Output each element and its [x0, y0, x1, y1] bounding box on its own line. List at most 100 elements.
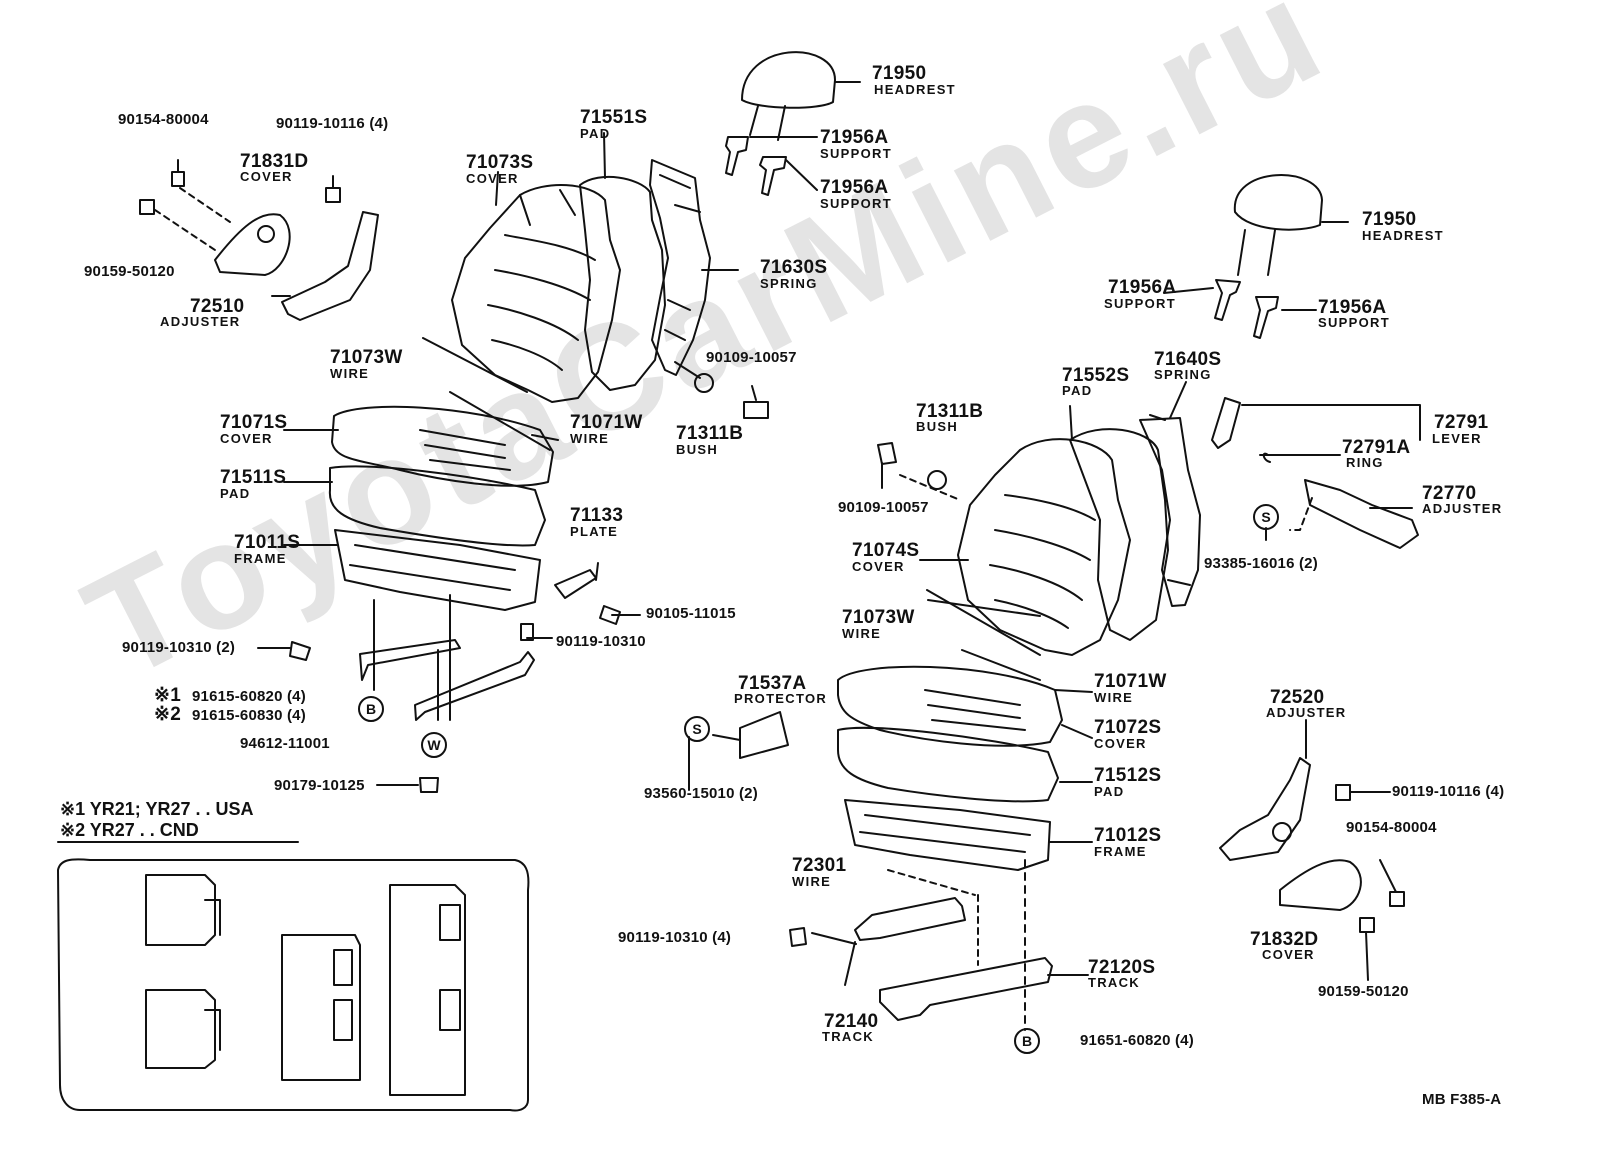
left-headrest-shape	[741, 51, 836, 141]
right-frame-desc: FRAME	[1094, 844, 1147, 859]
left-nut-60830: 91615-60830 (4)	[192, 707, 306, 724]
right-adjuster-72770-num: 72770	[1422, 483, 1477, 504]
left-support2-desc: SUPPORT	[820, 196, 892, 211]
right-cover-seat-desc: COVER	[1094, 736, 1147, 751]
right-track-shapes	[811, 869, 1089, 1021]
left-pad-seat-num: 71511S	[220, 467, 287, 488]
left-bush-num: 71311B	[676, 423, 744, 444]
left-support1-num: 71956A	[820, 127, 889, 148]
right-wire-track-desc: WIRE	[792, 874, 832, 889]
right-bush-num: 71311B	[916, 401, 984, 422]
marker-s-left: S	[684, 716, 710, 742]
left-support-leaders	[749, 81, 861, 191]
right-backrest-wires	[926, 589, 1041, 681]
left-hinge-cover-shape	[214, 213, 291, 276]
left-bolt-10310-2: 90119-10310 (2)	[122, 639, 236, 656]
left-mark2: ※2	[154, 704, 182, 725]
left-cover-hinge-num: 71831D	[240, 151, 309, 172]
left-backrest-pad	[579, 175, 666, 391]
right-lever-desc: LEVER	[1432, 431, 1482, 446]
right-track-72140-desc: TRACK	[822, 1029, 874, 1044]
left-seat-frame	[334, 529, 541, 611]
left-hardware	[289, 605, 621, 793]
right-wire-back-num: 71073W	[842, 607, 915, 628]
left-seat-leaders	[283, 429, 559, 546]
right-track-72120-num: 72120S	[1088, 957, 1156, 978]
right-adjuster-72520-num: 72520	[1270, 687, 1325, 708]
left-cover-back-num: 71073S	[466, 152, 534, 173]
right-support1-desc: SUPPORT	[1104, 296, 1176, 311]
left-pad-back-num: 71551S	[580, 107, 648, 128]
right-ring-desc: RING	[1346, 455, 1384, 470]
left-protector-num: 71537A	[738, 673, 807, 694]
right-bush-bolt	[877, 442, 961, 501]
left-hinge-hardware	[139, 159, 341, 251]
left-support-shapes	[725, 136, 787, 196]
left-plate-desc: PLATE	[570, 524, 619, 539]
left-backrest-cover	[451, 184, 621, 403]
right-backrest-frame-spring	[1139, 414, 1201, 607]
right-support1-num: 71956A	[1108, 277, 1177, 298]
right-track-72140-num: 72140	[824, 1011, 879, 1032]
right-nut-60820: 91651-60820 (4)	[1080, 1032, 1194, 1049]
left-backrest-leaders	[495, 132, 739, 271]
right-headrest-shape	[1233, 174, 1323, 276]
left-spring-num: 71630S	[760, 257, 828, 278]
left-frame-desc: FRAME	[234, 551, 287, 566]
right-headrest-desc: HEADREST	[1362, 228, 1444, 243]
right-seat-frame	[844, 799, 1051, 871]
marker-w: W	[421, 732, 447, 758]
left-plate-shape	[554, 562, 599, 599]
right-bolt-10116: 90119-10116 (4)	[1392, 783, 1505, 800]
marker-b-right: B	[1014, 1028, 1040, 1054]
left-bolt-11015: 90105-11015	[646, 605, 736, 622]
marker-s-right: S	[1253, 504, 1279, 530]
right-backrest-pad	[1069, 428, 1169, 641]
left-backrest-frame-spring	[649, 159, 711, 376]
right-frame-num: 71012S	[1094, 825, 1162, 846]
left-brackets	[257, 594, 641, 721]
left-headrest-num: 71950	[872, 63, 927, 84]
right-pad-back-desc: PAD	[1062, 383, 1093, 398]
right-track-hardware	[789, 927, 807, 947]
note-1: ※1 YR21; YR27 . . USA	[60, 799, 254, 819]
left-support1-desc: SUPPORT	[820, 146, 892, 161]
footer-code: MB F385-A	[1422, 1091, 1502, 1108]
left-frame-num: 71011S	[234, 532, 301, 553]
left-cover-seat-desc: COVER	[220, 431, 273, 446]
right-wire-seat-num: 71071W	[1094, 671, 1167, 692]
right-headrest-num: 71950	[1362, 209, 1417, 230]
right-wire-back-desc: WIRE	[842, 626, 882, 641]
left-cover-seat-num: 71071S	[220, 412, 288, 433]
right-seat-pad	[837, 726, 1059, 803]
right-bolt-10057: 90109-10057	[838, 499, 929, 516]
left-adjuster-desc: ADJUSTER	[160, 314, 241, 329]
floor-key-outline	[57, 858, 530, 1112]
right-backrest-leaders	[919, 381, 1187, 617]
left-nut-60820: 91615-60820 (4)	[192, 688, 306, 705]
right-wire-track-num: 72301	[792, 855, 847, 876]
left-spring-desc: SPRING	[760, 276, 818, 291]
left-seat-pad	[328, 465, 546, 547]
left-screw-80004: 90154-80004	[118, 111, 209, 128]
left-bush-bolt	[674, 361, 769, 419]
right-hinge-cover-shape	[1279, 859, 1362, 911]
right-seat-leaders	[1024, 689, 1093, 1031]
right-cover-seat-num: 71072S	[1094, 717, 1162, 738]
right-hinge-hardware	[1335, 784, 1405, 981]
right-cover-hinge-desc: COVER	[1262, 947, 1315, 962]
left-hinge-adjuster-shape	[271, 211, 379, 321]
right-screw-80004: 90154-80004	[1346, 819, 1437, 836]
right-cover-hinge-num: 71832D	[1250, 929, 1319, 950]
left-wire-seat-desc: WIRE	[570, 431, 610, 446]
left-bush-desc: BUSH	[676, 442, 719, 457]
left-bolt-10057: 90109-10057	[706, 349, 797, 366]
left-bolt-10116: 90119-10116 (4)	[276, 115, 389, 132]
right-bush-desc: BUSH	[916, 419, 959, 434]
left-protector-shape	[688, 711, 789, 791]
left-plate-num: 71133	[570, 505, 624, 526]
right-lever-shape	[1211, 397, 1421, 463]
right-spring-num: 71640S	[1154, 349, 1222, 370]
right-cover-back-num: 71074S	[852, 540, 920, 561]
left-protector-desc: PROTECTOR	[734, 691, 828, 706]
